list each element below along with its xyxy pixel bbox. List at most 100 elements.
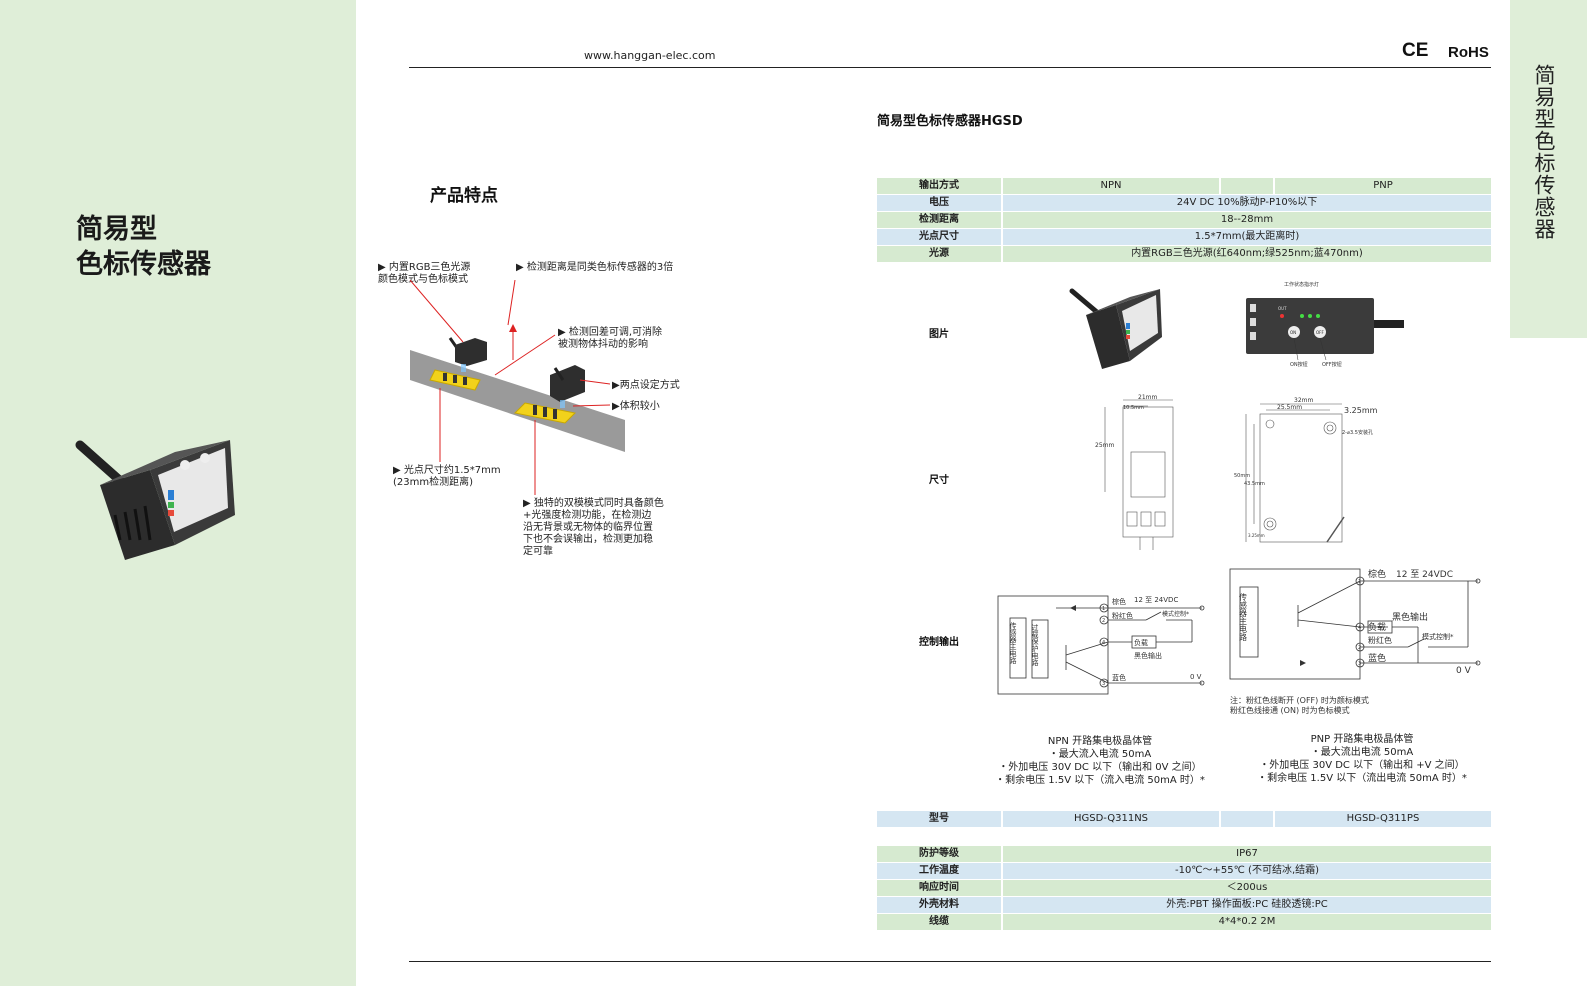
- image-row-label: 图片: [929, 329, 949, 340]
- rohs-mark: RoHS: [1448, 44, 1489, 61]
- pnp-black: 黑色输出: [1392, 611, 1428, 623]
- npn-main-circuit: 传感器主电路: [1009, 621, 1017, 665]
- spec-label-cable: 线缆: [877, 914, 1001, 930]
- svg-text:3: 3: [1358, 661, 1361, 667]
- spec-value-model-pnp: HGSD-Q311PS: [1275, 811, 1491, 827]
- front-panel-drawing: 工作状态指示灯 OUT ON OFF ON按钮 OFF按钮: [1246, 281, 1404, 368]
- svg-text:2: 2: [1102, 618, 1105, 624]
- spec-label-model: 型号: [877, 811, 1001, 827]
- callout-hysteresis: ▶ 检测回差可调,可消除 被测物体抖动的影响: [558, 327, 663, 350]
- product-photo-small: [1069, 288, 1162, 369]
- spec-row-temperature: 工作温度 -10℃～+55℃ (不可结冰,结霜): [877, 863, 1587, 879]
- spec-label-temperature: 工作温度: [877, 863, 1001, 879]
- spec-model-gap: [1221, 811, 1273, 827]
- callout-compact: ▶体积较小: [612, 401, 660, 412]
- svg-text:4: 4: [1358, 625, 1361, 631]
- off-button-label: OFF按钮: [1322, 361, 1342, 368]
- spec-label-material: 外壳材料: [877, 897, 1001, 913]
- left-title: 简易型 色标传感器: [76, 212, 211, 282]
- pnp-blue: 蓝色: [1368, 652, 1386, 664]
- svg-text:2: 2: [1358, 645, 1361, 651]
- dim-left-width2: 10.5mm: [1123, 405, 1144, 411]
- dim-right-hole: 3.25mm: [1344, 406, 1378, 415]
- spec-value-voltage: 24V DC 10%脉动P-P10%以下: [1003, 195, 1491, 211]
- spec-label-voltage: 电压: [877, 195, 1001, 211]
- dim-right-width2: 25.5mm: [1277, 404, 1302, 411]
- spec-row-voltage: 电压 24V DC 10%脉动P-P10%以下: [877, 195, 1587, 211]
- left-title-line2: 色标传感器: [76, 249, 211, 280]
- npn-brown: 棕色: [1112, 597, 1126, 606]
- npn-black: 黑色输出: [1134, 651, 1162, 660]
- dim-left-width: 21mm: [1138, 394, 1157, 401]
- svg-text:3: 3: [1102, 681, 1105, 687]
- spec-row-output: 输出方式 NPN PNP: [877, 178, 1587, 194]
- size-row-label: 尺寸: [929, 475, 949, 486]
- callout-two-point: ▶两点设定方式: [612, 380, 680, 391]
- footer-rule: [409, 961, 1491, 962]
- spec-title: 简易型色标传感器HGSD: [877, 114, 1023, 129]
- spec-value-spot: 1.5*7mm(最大距离时): [1003, 229, 1491, 245]
- svg-text:1: 1: [1102, 606, 1105, 612]
- spec-label-spot: 光点尺寸: [877, 229, 1001, 245]
- callout-distance: ▶ 检测距离是同类色标传感器的3倍: [516, 262, 674, 273]
- spec-value-material: 外壳:PBT 操作面板:PC 硅胶透镜:PC: [1003, 897, 1491, 913]
- dimension-drawing-left: 21mm 10.5mm 25mm: [1095, 394, 1174, 550]
- side-tab-text: 简易型色标传感器: [1532, 64, 1556, 240]
- control-row-label: 控制输出: [919, 637, 959, 648]
- spec-value-light: 内置RGB三色光源(红640nm;绿525nm;蓝470nm): [1003, 246, 1491, 262]
- dim-right-height: 50mm: [1234, 473, 1250, 479]
- spec-row-material: 外壳材料 外壳:PBT 操作面板:PC 硅胶透镜:PC: [877, 897, 1587, 913]
- npn-zero: 0 V: [1190, 673, 1202, 681]
- spec-label-protection: 防护等级: [877, 846, 1001, 862]
- ce-mark: CE: [1402, 40, 1429, 61]
- dimension-drawing-right: 32mm 25.5mm 3.25mm 2-⌀3.5安装孔 50mm 43.5mm…: [1234, 397, 1378, 543]
- pnp-load: 负载: [1368, 621, 1386, 633]
- out-label: OUT: [1278, 306, 1287, 311]
- spec-value-cable: 4*4*0.2 2M: [1003, 914, 1491, 930]
- npn-protect-circuit: 过载保护电路: [1031, 623, 1039, 667]
- spec-value-protection: IP67: [1003, 846, 1491, 862]
- header-rule: [409, 67, 1491, 68]
- product-photo-large: [75, 440, 235, 560]
- npn-output-note: NPN 开路集电极晶体管 ・最大流入电流 50mA ・外加电压 30V DC 以…: [995, 736, 1205, 786]
- npn-mode: 模式控制*: [1162, 610, 1189, 618]
- side-tab: [1510, 0, 1587, 338]
- on-button-label: ON按钮: [1290, 361, 1308, 368]
- features-illustration: [409, 280, 625, 495]
- spec-row-distance: 检测距离 18--28mm: [877, 212, 1587, 228]
- dim-left-height: 25mm: [1095, 442, 1114, 449]
- pnp-mode: 模式控制*: [1422, 632, 1454, 641]
- npn-supply: 12 至 24VDC: [1134, 596, 1178, 604]
- pnp-zero: 0 V: [1456, 666, 1472, 676]
- spec-gap-cell: [1221, 178, 1273, 194]
- indicator-label: 工作状态指示灯: [1284, 281, 1319, 288]
- website-url: www.hanggan-elec.com: [584, 49, 716, 62]
- spec-value-distance: 18--28mm: [1003, 212, 1491, 228]
- spec-value-pnp: PNP: [1275, 178, 1491, 194]
- spec-label-output: 输出方式: [877, 178, 1001, 194]
- spec-row-light: 光源 内置RGB三色光源(红640nm;绿525nm;蓝470nm): [877, 246, 1587, 262]
- spec-value-response: ＜200us: [1003, 880, 1491, 896]
- svg-text:1: 1: [1358, 579, 1361, 585]
- pnp-supply: 12 至 24VDC: [1396, 569, 1453, 580]
- spec-label-distance: 检测距离: [877, 212, 1001, 228]
- callout-spot: ▶ 光点尺寸约1.5*7mm (23mm检测距离): [393, 465, 501, 488]
- callout-dual-mode: ▶ 独特的双模模式同时具备颜色 +光强度检测功能，在检测边 沿无背景或无物体的临…: [523, 498, 664, 557]
- spec-row-cable: 线缆 4*4*0.2 2M: [877, 914, 1587, 930]
- spec-row-response: 响应时间 ＜200us: [877, 880, 1587, 896]
- npn-pink: 粉红色: [1112, 611, 1133, 620]
- svg-text:4: 4: [1102, 640, 1105, 646]
- pnp-brown: 棕色: [1368, 568, 1386, 580]
- npn-circuit-diagram: 1 2 4 3 传感器主电路 过载保护电路 棕色 12 至 24VDC 粉红色 模式控…: [997, 595, 1205, 695]
- pnp-circuit-note: 注：粉红色线断开 (OFF) 时为颜标模式 粉红色线接通 (ON) 时为色标模式: [1230, 696, 1369, 715]
- npn-blue: 蓝色: [1112, 673, 1126, 682]
- dim-right-mount: 2-⌀3.5安装孔: [1342, 429, 1373, 436]
- pnp-output-note: PNP 开路集电极晶体管 ・最大流出电流 50mA ・外加电压 30V DC 以…: [1257, 734, 1467, 784]
- spec-row-protection: 防护等级 IP67: [877, 846, 1587, 862]
- spec-value-npn: NPN: [1003, 178, 1219, 194]
- spec-label-response: 响应时间: [877, 880, 1001, 896]
- spec-row-spot: 光点尺寸 1.5*7mm(最大距离时): [877, 229, 1587, 245]
- dim-right-width: 32mm: [1294, 397, 1313, 404]
- pnp-main-circuit: 传感器主电路: [1239, 592, 1248, 641]
